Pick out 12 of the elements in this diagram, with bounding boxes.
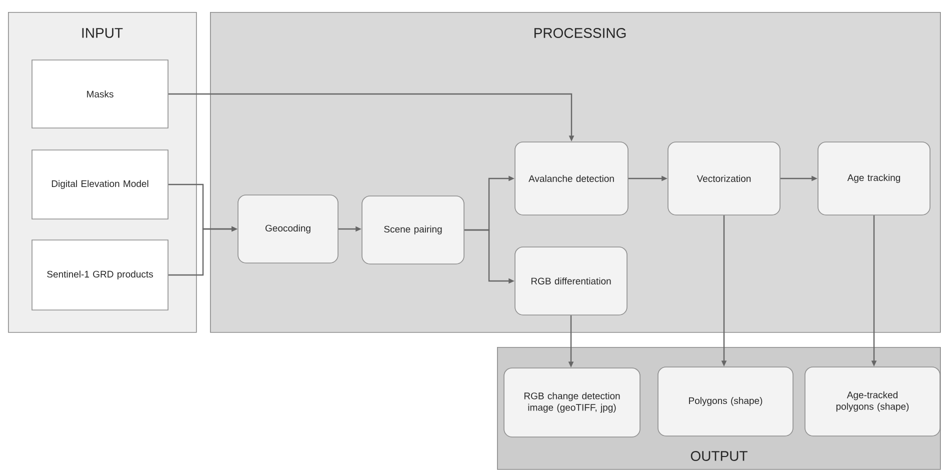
output-box: RGB change detection image (geoTIFF, jpg) xyxy=(504,368,640,438)
output-box: Polygons (shape) xyxy=(658,366,794,436)
process-box: Avalanche detection xyxy=(514,142,628,216)
output-box: Age-tracked polygons (shape) xyxy=(804,366,940,436)
process-box: Geocoding xyxy=(238,194,338,264)
input-box: Masks xyxy=(32,60,168,128)
process-box: Vectorization xyxy=(668,142,780,216)
input-box: Sentinel-1 GRD products xyxy=(32,240,168,310)
process-box: Scene pairing xyxy=(362,196,464,264)
process-box: Age tracking xyxy=(818,142,930,216)
input-box: Digital Elevation Model xyxy=(32,150,168,220)
process-box: RGB differentiation xyxy=(514,246,628,316)
